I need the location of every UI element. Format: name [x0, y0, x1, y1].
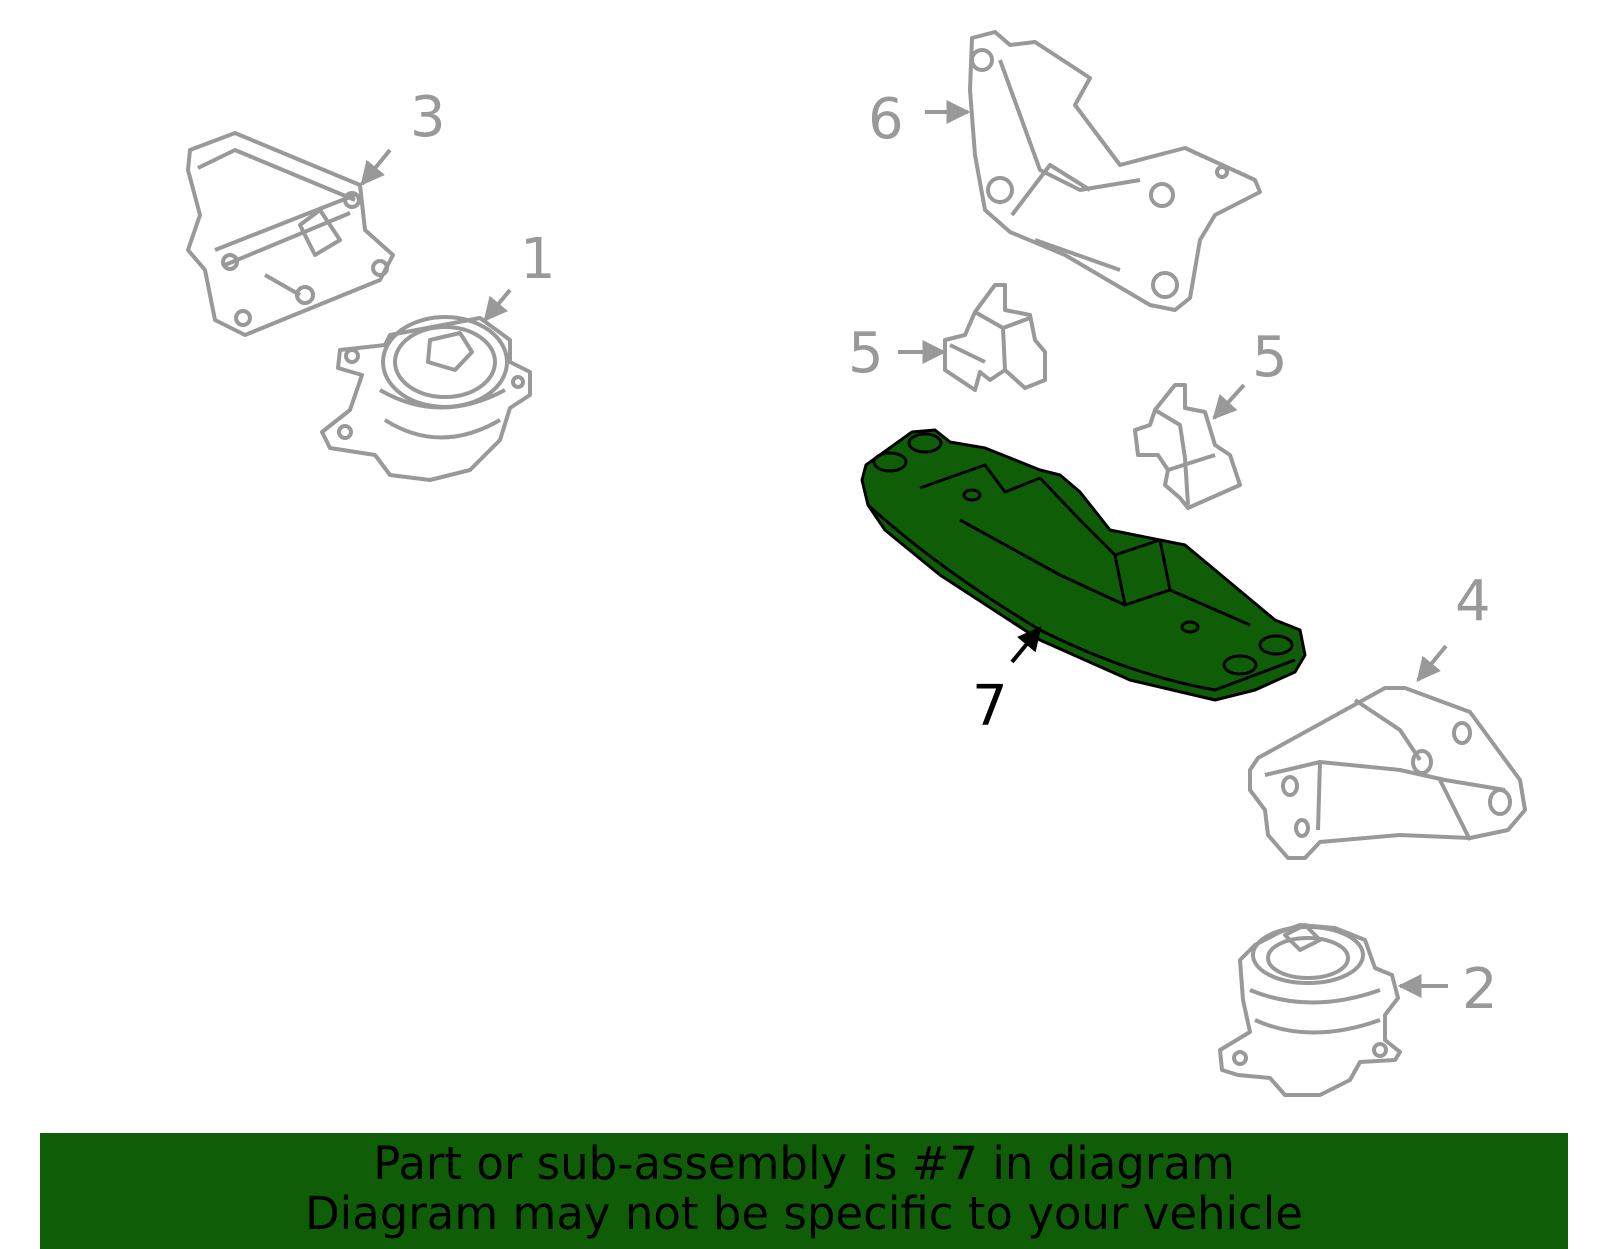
- arrow-5-lower: [1212, 383, 1246, 420]
- part-1-engine-mount[interactable]: [320, 315, 532, 482]
- part-6-bracket[interactable]: [968, 30, 1262, 312]
- part-7-crossmember[interactable]: [860, 428, 1307, 702]
- part-5b-insulator[interactable]: [1133, 383, 1242, 510]
- part-2-engine-mount[interactable]: [1218, 923, 1402, 1097]
- arrow-3: [360, 148, 392, 186]
- arrow-7: [1010, 626, 1042, 664]
- callout-7: 7: [972, 674, 1008, 739]
- info-banner: Part or sub-assembly is #7 in diagram Di…: [40, 1133, 1568, 1249]
- part-3-bracket[interactable]: [186, 131, 395, 337]
- banner-line-2: Diagram may not be specific to your vehi…: [305, 1187, 1303, 1240]
- callout-1: 1: [520, 227, 556, 292]
- callout-5-lower: 5: [1252, 325, 1288, 390]
- callout-5-upper: 5: [848, 321, 884, 386]
- part-5a-insulator[interactable]: [943, 283, 1047, 392]
- callout-2: 2: [1462, 957, 1498, 1022]
- arrow-4: [1416, 644, 1448, 682]
- callout-6: 6: [868, 87, 904, 152]
- part-4-bracket[interactable]: [1248, 686, 1527, 860]
- callout-3: 3: [410, 85, 446, 150]
- callout-4: 4: [1455, 569, 1491, 634]
- arrow-1: [483, 288, 512, 322]
- banner-line-1: Part or sub-assembly is #7 in diagram: [373, 1137, 1235, 1190]
